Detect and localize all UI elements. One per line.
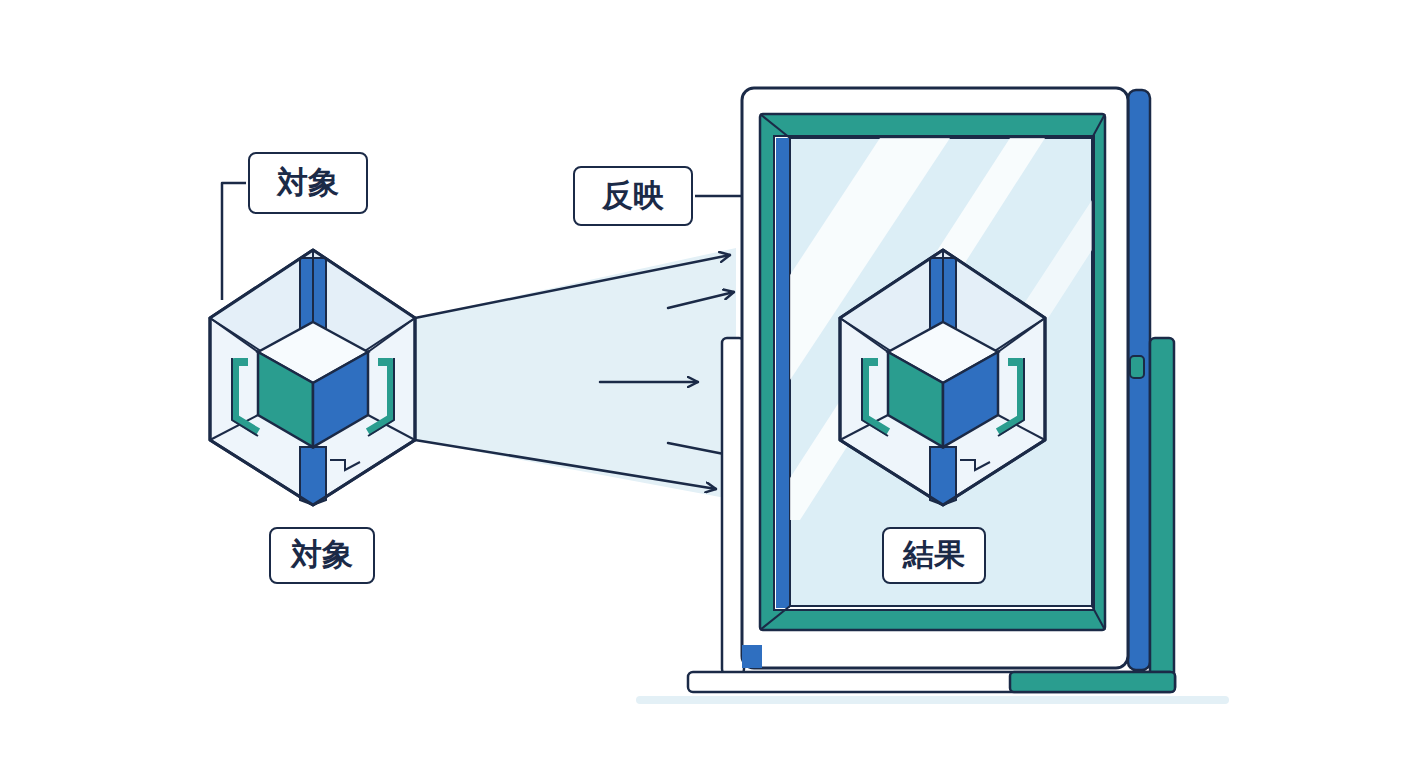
result-label: 結果 bbox=[882, 527, 986, 584]
label-text: 対象 bbox=[277, 165, 339, 201]
object-label: 対象 bbox=[248, 152, 368, 214]
object-label: 対象 bbox=[269, 527, 375, 584]
label-text: 結果 bbox=[903, 537, 965, 573]
mirror bbox=[640, 88, 1225, 700]
leader-line bbox=[695, 195, 741, 198]
projection-beam bbox=[415, 248, 736, 500]
label-text: 反映 bbox=[602, 178, 664, 214]
projection-arrows bbox=[415, 255, 734, 489]
source-cube bbox=[210, 250, 415, 505]
leader-line bbox=[222, 183, 246, 300]
label-text: 対象 bbox=[291, 537, 353, 573]
reflection-label: 反映 bbox=[573, 166, 693, 226]
reflected-cube bbox=[840, 250, 1045, 505]
